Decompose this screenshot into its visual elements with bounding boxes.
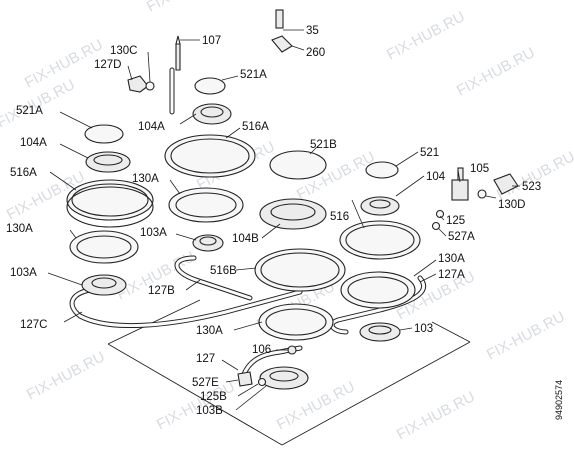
label-521a: 521A [240,69,267,81]
injector-527e [237,371,253,387]
label-527a: 527A [448,231,475,243]
label-130a: 130A [438,253,465,265]
watermark: FIX-HUB.RU [484,308,568,363]
burner-centre-rear [254,150,346,390]
burner-cap-516b [254,248,346,292]
label-105: 105 [470,163,489,175]
gas-valve [451,179,469,201]
label-523: 523 [522,181,541,193]
thermocouple-clip [271,35,293,53]
burner-right [339,161,421,342]
burner-cap-516a [164,134,256,178]
label-521: 521 [420,147,439,159]
document-code: 94902574 [554,380,564,420]
label-527e: 527E [192,377,219,389]
burner-head-104 [360,196,400,216]
burner-centre [164,77,256,252]
watermark: FIX-HUB.RU [24,348,108,403]
label-127d: 127D [94,59,122,71]
injector-125 [435,209,445,219]
watermark: FIX-HUB.RU [454,44,538,99]
burner-cap-516 [339,220,421,260]
label-106: 106 [252,344,271,356]
label-521a: 521A [16,105,43,117]
label-127b: 127B [148,285,175,297]
burner-cap-516a [66,179,154,221]
burner-left-small [66,124,154,296]
ignition-electrode [175,43,181,71]
watermark: FIX-HUB.RU [144,0,228,16]
label-127c: 127C [20,319,48,331]
label-516b: 516B [210,265,237,277]
label-103a: 103A [10,267,37,279]
label-103b: 103B [196,405,223,417]
leader-lines [47,29,520,411]
thermocouple [275,9,284,29]
label-107: 107 [202,35,221,47]
label-130d: 130D [498,199,526,211]
label-35: 35 [306,25,319,37]
label-127a: 127A [438,269,465,281]
label-521b: 521B [310,139,337,151]
burner-body-103 [359,322,401,342]
hob-frame-outline [107,299,471,446]
label-260: 260 [306,47,325,59]
label-130c: 130C [110,45,138,57]
nut-130c [145,81,155,91]
label-104: 104 [426,171,446,183]
burner-cap-521 [365,161,399,179]
label-103a: 103A [140,227,167,239]
label-125b: 125B [200,391,227,403]
injector-106 [287,345,297,355]
label-130a: 130A [196,325,223,337]
elbow-fitting [127,75,149,93]
label-516a: 516A [10,167,37,179]
trim-ring-130a [340,271,416,309]
trim-ring-130a [168,187,244,223]
small-parts [127,9,519,387]
injector-527a [431,221,441,231]
watermark: FIX-HUB.RU [394,388,478,443]
label-104a: 104A [138,121,165,133]
injector-125b [257,377,267,387]
burner-body-103b [259,366,309,390]
part-labels: 107 35 260 130C 127D 521A 521A 104A 104A… [6,25,541,417]
label-127: 127 [196,353,215,365]
nut-130d [477,189,487,199]
trim-ring-130a [258,303,334,341]
label-516a: 516A [242,121,269,133]
gas-pipes [69,67,427,377]
label-130a: 130A [6,223,33,235]
burner-cap-521a [84,124,124,144]
watermark: FIX-HUB.RU [384,8,468,63]
label-125: 125 [446,215,465,227]
burner-cap-521a [194,77,226,95]
label-104b: 104B [232,233,259,245]
burner-cap-521b [269,150,327,180]
label-103: 103 [414,323,433,335]
label-104a: 104A [20,137,47,149]
label-516: 516 [330,211,349,223]
label-130a: 130A [132,173,159,185]
